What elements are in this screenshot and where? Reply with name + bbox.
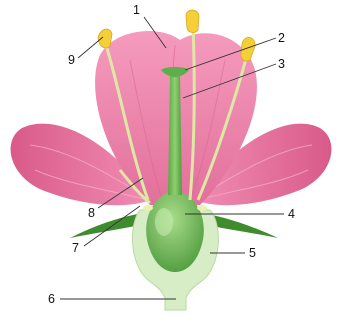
style <box>168 76 182 195</box>
label-7: 7 <box>72 241 79 255</box>
label-8: 8 <box>88 206 95 220</box>
label-5: 5 <box>249 246 256 260</box>
label-6: 6 <box>48 292 55 306</box>
leader-9 <box>78 37 103 58</box>
label-3: 3 <box>278 57 285 71</box>
label-4: 4 <box>288 207 295 221</box>
label-2: 2 <box>278 31 285 45</box>
label-9: 9 <box>68 53 75 67</box>
label-1: 1 <box>133 3 140 17</box>
